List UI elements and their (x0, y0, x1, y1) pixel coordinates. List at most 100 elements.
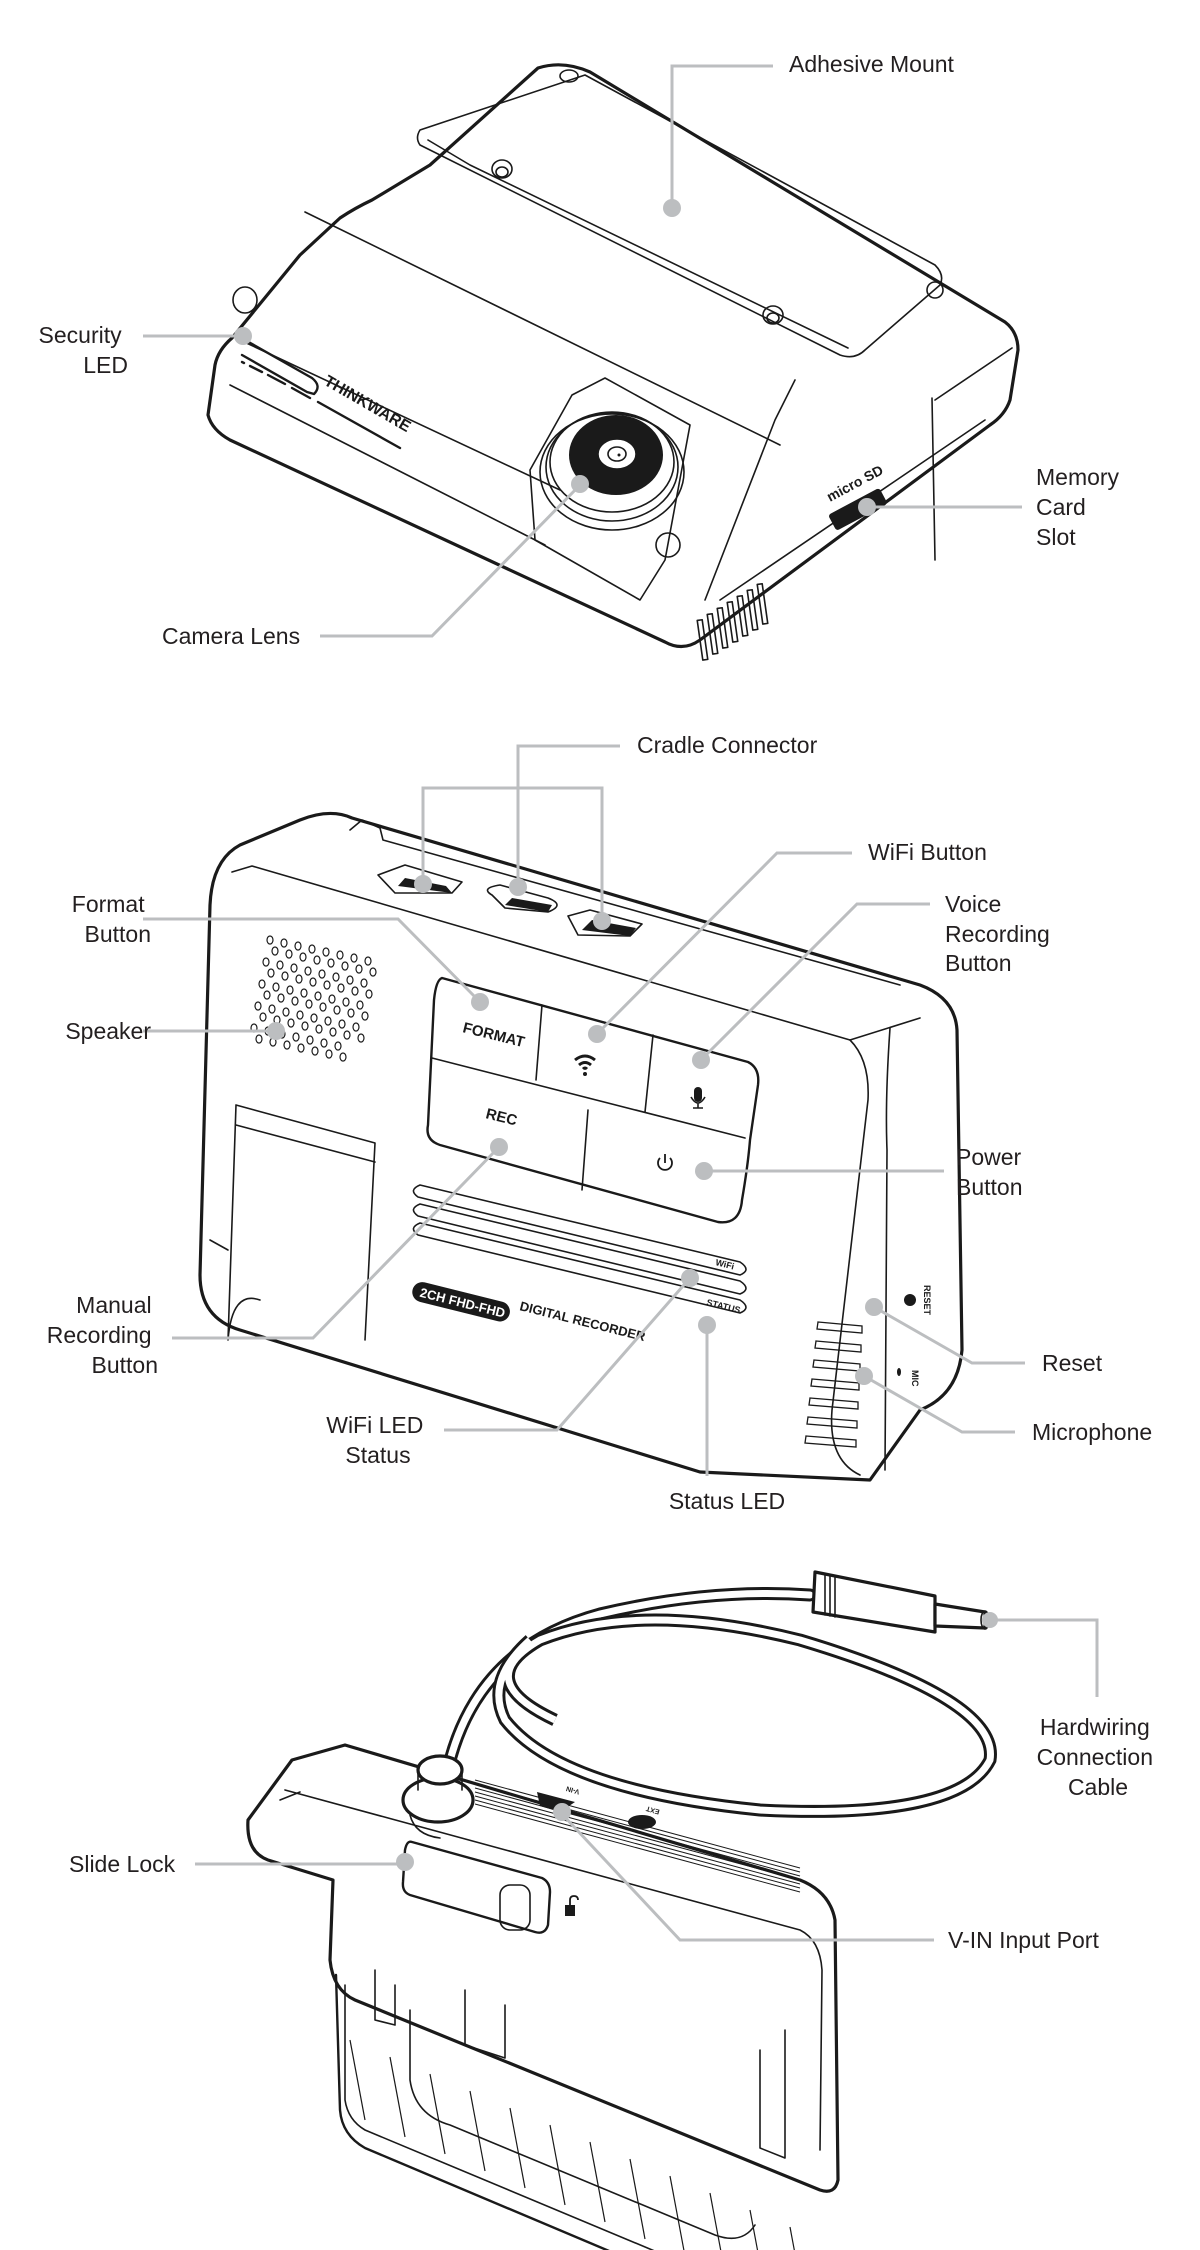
speaker-hole (291, 996, 299, 1006)
speaker-hole (329, 1027, 337, 1037)
speaker-hole (324, 1016, 332, 1026)
speaker-hole (320, 1038, 328, 1048)
mount-body-outline (246, 1743, 840, 2193)
plate-rib (589, 2141, 606, 2223)
speaker-hole (305, 999, 313, 1009)
plate-rib (709, 2192, 722, 2250)
leader-camera-lens (320, 475, 589, 638)
speaker-hole (357, 1033, 365, 1043)
plate-rib (669, 2175, 685, 2250)
vent-slats (412, 1184, 747, 1314)
leader-vin-input-port (553, 1803, 934, 1942)
leader-adhesive-mount (663, 64, 773, 217)
plate-rib (629, 2158, 646, 2240)
speaker-hole (258, 979, 266, 989)
speaker-hole (280, 938, 288, 948)
security-led-slot (240, 338, 319, 396)
speaker-hole (296, 1010, 304, 1020)
speaker-hole (310, 1013, 318, 1023)
speaker-hole (311, 1046, 319, 1056)
speaker-hole (263, 990, 271, 1000)
speaker-hole (369, 967, 377, 977)
side-flap (227, 1104, 376, 1341)
security-screw-hole (232, 286, 258, 314)
camera-lens (539, 411, 685, 531)
label-format-button: Format Button (72, 891, 151, 947)
label-hardwiring-cable: Hardwiring Connection Cable (1037, 1714, 1160, 1800)
speaker-hole (327, 958, 335, 968)
adhesive-plate (334, 1973, 610, 2250)
speaker-hole (352, 1022, 360, 1032)
speaker-hole (254, 1001, 262, 1011)
speaker-hole (338, 1019, 346, 1029)
speaker-hole (313, 955, 321, 965)
side-vent-slot (806, 1416, 858, 1429)
leader-hardwiring-cable (982, 1612, 1099, 1697)
speaker-hole (364, 956, 372, 966)
speaker-hole (255, 1034, 263, 1044)
speaker-hole (292, 1032, 300, 1042)
unlock-icon (565, 1895, 579, 1916)
mount-plate (416, 74, 943, 358)
label-reset: Reset (1042, 1350, 1103, 1376)
mount-top-grooves (474, 1779, 801, 1893)
front-screw-hole (655, 532, 681, 558)
ext-marking: EXT (645, 1804, 661, 1815)
speaker-hole (282, 1007, 290, 1017)
label-voice-recording-button: Voice Recording Button (945, 891, 1056, 976)
reset-marking: RESET (922, 1285, 932, 1316)
side-vent-slot (804, 1435, 857, 1448)
mount-groove (474, 1787, 801, 1877)
side-vent-grille (804, 1321, 863, 1448)
speaker-hole (323, 980, 331, 990)
button-panel (426, 976, 760, 1224)
mount-screw-holes (491, 69, 944, 325)
power-icon (657, 1154, 673, 1171)
mount-groove (474, 1803, 801, 1893)
speaker-hole (355, 964, 363, 974)
speaker-hole (290, 963, 298, 973)
ext-port (628, 1815, 656, 1829)
leader-reset (865, 1298, 1025, 1365)
label-power-button: Power Button (956, 1144, 1028, 1200)
mount-groove (474, 1795, 801, 1885)
leader-memory-card-slot (858, 498, 1022, 516)
label-slide-lock: Slide Lock (69, 1851, 176, 1877)
label-wifi-button: WiFi Button (868, 839, 987, 865)
wifi-led-marking: WiFi (715, 1257, 736, 1271)
mount-groove (474, 1799, 801, 1889)
speaker-hole (268, 1004, 276, 1014)
plate-ribs (349, 2039, 795, 2250)
label-speaker: Speaker (65, 1018, 151, 1044)
leader-slide-lock (195, 1853, 414, 1871)
front-body-outline (206, 63, 1020, 649)
side-vent-slot (814, 1340, 862, 1353)
label-wifi-led-status: WiFi LED Status (326, 1412, 430, 1468)
lens-housing (529, 377, 691, 601)
label-status-led: Status LED (669, 1488, 785, 1514)
speaker-hole (285, 949, 293, 959)
wifi-icon (574, 1054, 596, 1076)
label-adhesive-mount: Adhesive Mount (789, 51, 955, 77)
speaker-hole (300, 988, 308, 998)
leader-wifi-button (588, 851, 852, 1043)
speaker-hole (304, 966, 312, 976)
speaker-hole (328, 994, 336, 1004)
reset-hole (904, 1294, 916, 1306)
speaker-hole (319, 1002, 327, 1012)
plate-rib (349, 2039, 366, 2121)
label-security-led: Security LED (39, 322, 128, 378)
dashcam-back-view: FORMAT REC WiFi STATUS 2CH FHD-FHD DIGIT (47, 732, 1152, 1514)
speaker-hole (283, 1040, 291, 1050)
micro-sd-slot (829, 488, 887, 530)
plate-rib (429, 2073, 446, 2155)
mount-groove (474, 1791, 801, 1881)
label-cradle-connector: Cradle Connector (637, 732, 818, 758)
speaker-hole (267, 968, 275, 978)
speaker-hole (314, 991, 322, 1001)
speaker-hole (297, 1043, 305, 1053)
label-manual-recording-button: Manual Recording Button (47, 1292, 158, 1378)
speaker-hole (259, 1012, 267, 1022)
leader-wifi-led-status (444, 1269, 699, 1432)
back-body-outline (198, 811, 964, 1482)
